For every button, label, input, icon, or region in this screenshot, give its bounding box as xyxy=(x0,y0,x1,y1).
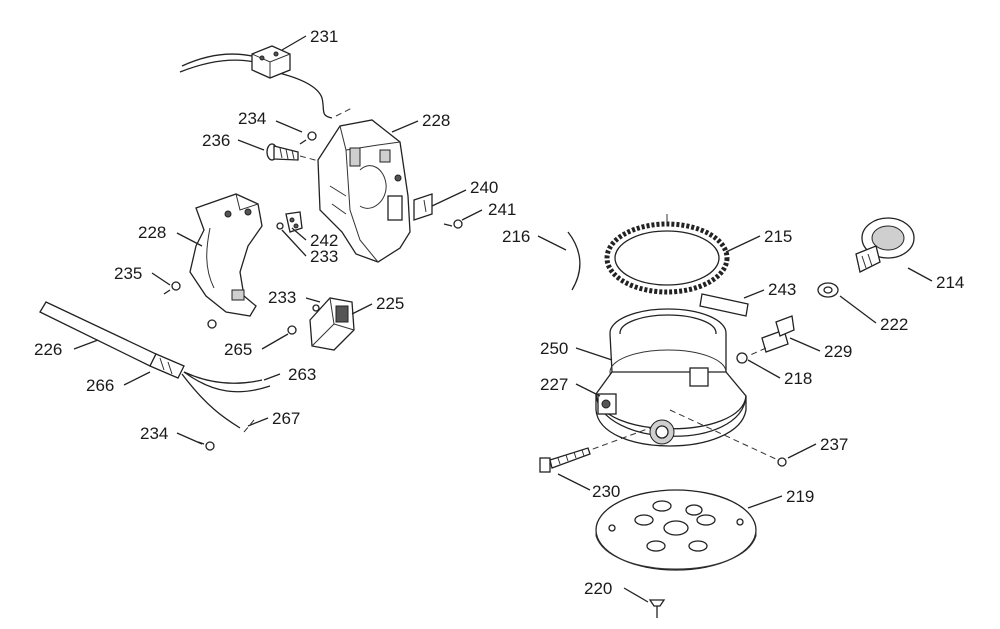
housing-half-228-left xyxy=(189,193,263,317)
label-231: 231 xyxy=(310,27,338,46)
label-235: 235 xyxy=(114,264,142,283)
label-214: 214 xyxy=(936,273,964,292)
label-226: 226 xyxy=(34,340,62,359)
screw-235 xyxy=(163,281,181,295)
power-cord-226 xyxy=(39,301,271,433)
depth-ring-216 xyxy=(567,231,581,291)
label-220: 220 xyxy=(584,579,612,598)
label-216: 216 xyxy=(502,227,530,246)
label-241: 241 xyxy=(488,200,516,219)
bracket-242 xyxy=(285,211,303,233)
label-228-right: 228 xyxy=(422,111,450,130)
label-234-bottom: 234 xyxy=(140,424,168,443)
label-222: 222 xyxy=(880,315,908,334)
label-263: 263 xyxy=(288,365,316,384)
leader-lines xyxy=(73,35,933,603)
screw-234-top xyxy=(299,131,317,145)
label-218: 218 xyxy=(784,369,812,388)
sub-base-219 xyxy=(595,489,757,571)
strip-243 xyxy=(699,293,749,317)
screw-220 xyxy=(648,599,666,618)
screw-233-top xyxy=(276,222,284,230)
washer-222 xyxy=(817,282,839,298)
label-233-bottom: 233 xyxy=(268,288,296,307)
label-234-top: 234 xyxy=(238,109,266,128)
toothed-ring-215 xyxy=(604,214,730,295)
label-240: 240 xyxy=(470,178,498,197)
label-237: 237 xyxy=(820,435,848,454)
label-215: 215 xyxy=(764,227,792,246)
label-225: 225 xyxy=(376,294,404,313)
screw-237 xyxy=(777,457,787,467)
label-233-top: 233 xyxy=(310,247,338,266)
label-230: 230 xyxy=(592,482,620,501)
callout-labels: 231 234 228 236 240 241 228 242 233 235 … xyxy=(34,27,964,598)
label-236: 236 xyxy=(202,131,230,150)
housing-half-228-right xyxy=(317,119,411,263)
lock-pin-229 xyxy=(747,315,795,357)
label-228-left: 228 xyxy=(138,223,166,242)
router-base-227 xyxy=(573,308,779,461)
label-243: 243 xyxy=(768,280,796,299)
label-229: 229 xyxy=(824,342,852,361)
label-250: 250 xyxy=(540,339,568,358)
screw-241 xyxy=(443,219,463,229)
label-267: 267 xyxy=(272,409,300,428)
part-265 xyxy=(287,325,297,335)
screw-236 xyxy=(266,143,331,165)
plate-240 xyxy=(413,193,433,221)
screw-handle-bottom xyxy=(207,319,217,329)
bolt-230 xyxy=(539,447,591,473)
nut-218 xyxy=(736,352,748,364)
switch-225 xyxy=(309,297,355,351)
label-266: 266 xyxy=(86,376,114,395)
label-242: 242 xyxy=(310,231,338,250)
label-265: 265 xyxy=(224,340,252,359)
label-227: 227 xyxy=(540,375,568,394)
label-219: 219 xyxy=(786,487,814,506)
terminal-block-231 xyxy=(179,45,353,119)
knob-214 xyxy=(855,217,915,273)
